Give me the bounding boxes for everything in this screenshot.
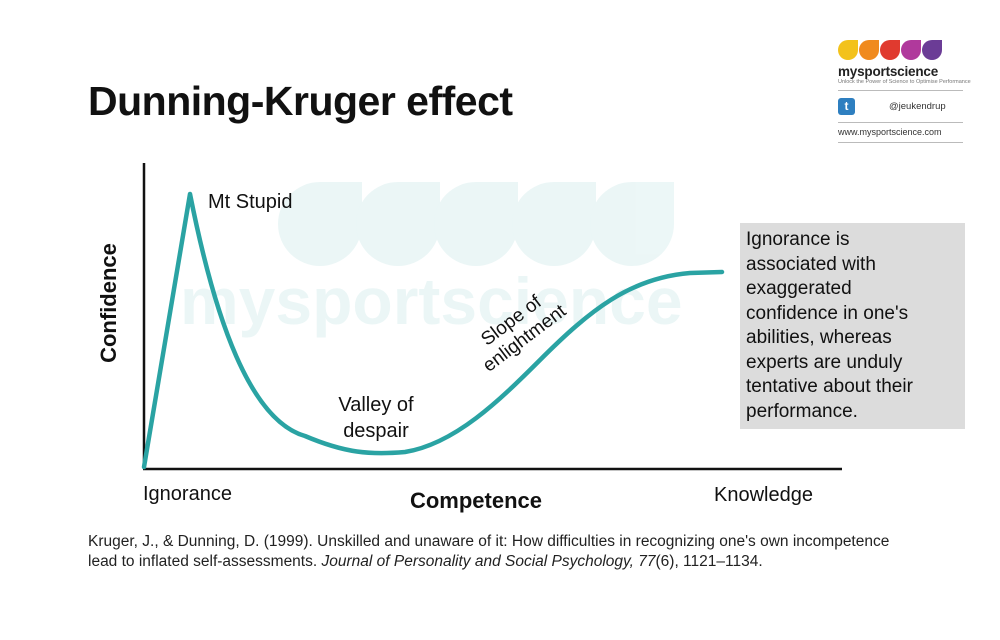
callout-line: confidence in one's — [746, 302, 909, 324]
citation-issue: (6), 1121–1134. — [655, 553, 763, 570]
callout-line: Ignorance is — [746, 229, 850, 250]
watermark-drop — [278, 182, 362, 266]
twitter-handle: @jeukendrup — [889, 100, 946, 112]
logo-drop — [880, 40, 900, 60]
logo-drop — [922, 40, 942, 60]
logo-divider — [838, 142, 963, 143]
twitter-row: t @jeukendrup — [838, 95, 963, 117]
callout-line: tentative about their — [746, 376, 913, 397]
logo-drop — [901, 40, 921, 60]
logo-divider — [838, 90, 963, 91]
watermark: mysportscience — [180, 182, 683, 338]
twitter-icon: t — [838, 97, 855, 115]
y-axis-label: Confidence — [96, 243, 121, 363]
callout-line: experts are unduly — [746, 351, 903, 373]
watermark-drop — [434, 182, 518, 266]
citation-authors: Kruger, J., & Dunning, D. (1999). Unskil… — [88, 533, 890, 570]
watermark-drop — [356, 182, 440, 266]
logo-drops — [838, 40, 963, 62]
confidence-curve — [141, 191, 725, 470]
callout-line: exaggerated — [746, 278, 852, 299]
mysportscience-logo: mysportscience Unlock the Power of Scien… — [838, 40, 971, 147]
callout-box: Ignorance is associated with exaggerated… — [740, 223, 965, 429]
logo-brand: mysportscience — [838, 64, 938, 79]
watermark-drop — [512, 182, 596, 266]
citation-journal: Journal of Personality and Social Psycho… — [321, 553, 656, 570]
watermark-text: mysportscience — [180, 264, 683, 338]
page-title: Dunning-Kruger effect — [88, 78, 513, 124]
mt-stupid-label: Mt Stupid — [208, 191, 292, 213]
logo-drop — [838, 40, 858, 60]
watermark-drop — [590, 182, 674, 266]
x-axis-label: Competence — [410, 488, 542, 513]
valley-label-line2: despair — [343, 420, 409, 442]
website-link: www.mysportscience.com — [838, 127, 942, 137]
callout-line: performance. — [746, 400, 858, 422]
logo-divider — [838, 122, 963, 123]
citation: Kruger, J., & Dunning, D. (1999). Unskil… — [88, 532, 908, 572]
valley-label-line1: Valley of — [338, 394, 414, 416]
callout-line: abilities, whereas — [746, 327, 892, 348]
x-start-label: Ignorance — [143, 483, 232, 505]
x-end-label: Knowledge — [714, 484, 813, 506]
logo-drop — [859, 40, 879, 60]
callout-line: associated with — [746, 253, 876, 275]
logo-tagline: Unlock the Power of Science to Optimise … — [838, 79, 971, 85]
